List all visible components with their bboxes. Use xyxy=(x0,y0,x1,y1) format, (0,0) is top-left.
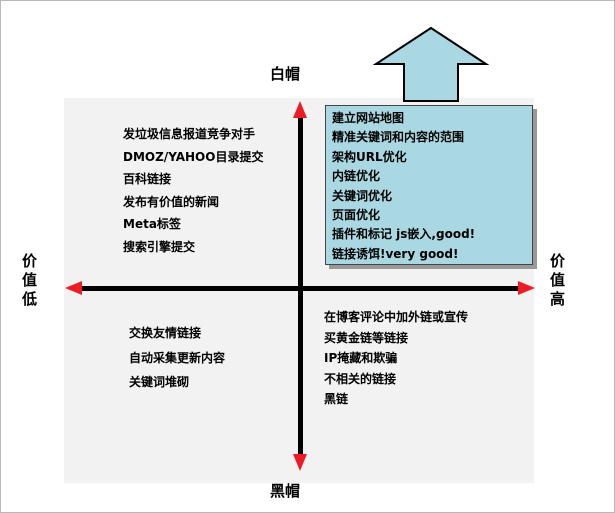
list-item: 自动采集更新内容 xyxy=(129,350,226,365)
axis-arrow-right-icon xyxy=(518,281,535,295)
list-item: 交换友情链接 xyxy=(129,326,202,340)
list-item: DMOZ/YAHOO目录提交 xyxy=(123,149,264,164)
list-item: 架构URL优化 xyxy=(332,149,407,164)
list-item: 链接诱饵!very good! xyxy=(332,246,459,261)
quadrant-bottom-left: 交换友情链接自动采集更新内容关键词堆砌 xyxy=(129,321,225,395)
quadrant-top-left: 发垃圾信息报道竞争对手 DMOZ/YAHOO目录提交百科链接发布有价值的新闻 Met… xyxy=(123,123,263,259)
white-hat-techniques-box: 建立网站地图精准关键词和内容的范围架构URL优化内链优化关键词优化页面优化插件和… xyxy=(325,105,533,265)
list-item: 搜索引擎提交 xyxy=(123,239,196,254)
list-item: 精准关键词和内容的范围 xyxy=(332,130,465,145)
list-item: Meta标签 xyxy=(123,217,181,232)
vertical-axis xyxy=(298,117,303,455)
list-item: 在博客评论中加外链或宣传 xyxy=(324,310,469,324)
list-item: 关键词优化 xyxy=(332,188,393,203)
up-arrow-icon xyxy=(373,26,489,102)
list-item: 关键词堆砌 xyxy=(129,375,190,389)
axis-arrow-up-icon xyxy=(293,101,307,118)
axis-arrow-down-icon xyxy=(293,454,307,471)
list-item: 发布有价值的新闻 xyxy=(123,194,220,209)
label-value-high: 价值高 xyxy=(548,253,566,310)
list-item: 内链优化 xyxy=(332,169,381,184)
list-item: 发垃圾信息报道竞争对手 xyxy=(123,127,256,141)
label-value-low: 价值低 xyxy=(20,253,38,310)
list-item: 建立网站地图 xyxy=(332,111,405,125)
list-item: 百科链接 xyxy=(123,172,172,187)
list-item: 页面优化 xyxy=(332,208,381,223)
list-item: IP掩藏和欺骗 xyxy=(324,351,398,365)
label-black-hat: 黑帽 xyxy=(270,482,301,500)
axis-arrow-left-icon xyxy=(65,281,82,295)
list-item: 买黄金链等链接 xyxy=(324,330,409,345)
label-white-hat: 白帽 xyxy=(270,65,301,83)
quadrant-bottom-right: 在博客评论中加外链或宣传买黄金链等链接 IP掩藏和欺骗不相关的链接黑链 xyxy=(324,307,468,410)
list-item: 不相关的链接 xyxy=(324,371,397,386)
list-item: 插件和标记 js嵌入,good! xyxy=(332,227,476,242)
list-item: 黑链 xyxy=(324,392,349,406)
